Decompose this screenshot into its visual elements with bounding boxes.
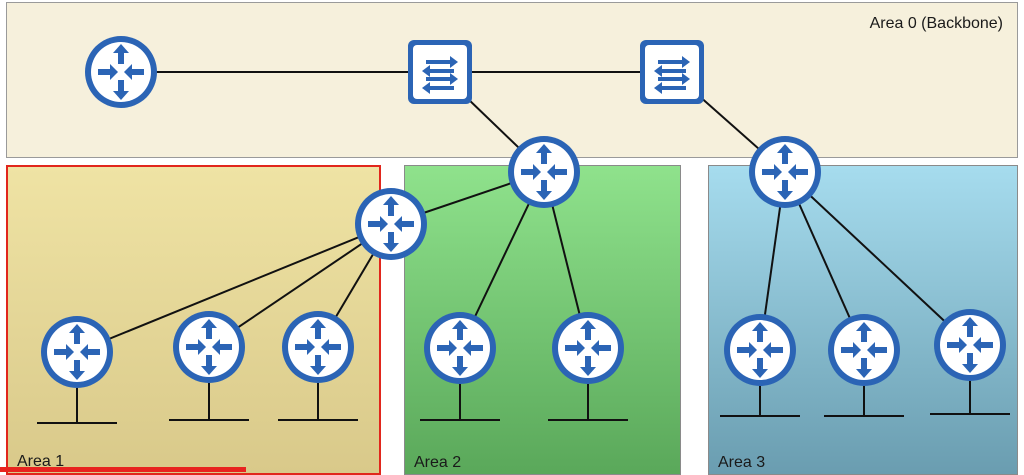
router-icon <box>508 136 580 208</box>
video-progress-bar[interactable] <box>0 467 246 472</box>
router-icon <box>934 309 1006 381</box>
area-2-label: Area 2 <box>414 454 462 471</box>
lan-segment <box>278 383 358 421</box>
area-1-label: Area 1 <box>17 453 65 470</box>
lan-segment <box>37 388 117 424</box>
router-icon <box>749 136 821 208</box>
router-icon <box>828 314 900 386</box>
lan-segment <box>169 383 249 421</box>
lan-segment <box>930 381 1010 415</box>
switch-icon <box>408 40 472 104</box>
switch-icon <box>640 40 704 104</box>
link-abr1-r12 <box>208 223 392 348</box>
router-icon <box>552 312 624 384</box>
area-3-label: Area 3 <box>718 454 766 471</box>
lan-segment <box>720 386 800 417</box>
link-abr3-r33 <box>784 171 971 346</box>
router-icon <box>282 311 354 383</box>
router-icon <box>173 311 245 383</box>
lan-segment <box>824 386 904 417</box>
lan-segments <box>37 381 1010 424</box>
link-abr1-r11 <box>76 223 392 353</box>
area-0-label: Area 0 (Backbone) <box>869 15 1003 32</box>
router-icon <box>85 36 157 108</box>
router-icon <box>355 188 427 260</box>
lan-segment <box>420 384 500 421</box>
router-icon <box>41 316 113 388</box>
router-icon <box>424 312 496 384</box>
area-0-backbone: Area 0 (Backbone) <box>6 2 1018 158</box>
lan-segment <box>548 384 628 421</box>
router-icon <box>724 314 796 386</box>
